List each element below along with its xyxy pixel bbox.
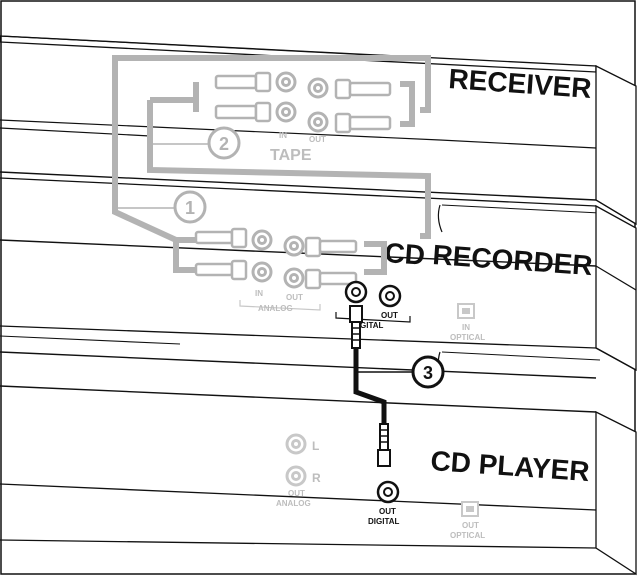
- recorder-analog-jacks: [251, 229, 305, 289]
- player-analog-label: ANALOG: [276, 499, 311, 508]
- recorder-digital-jacks: [344, 280, 402, 308]
- cable-1-lower: [112, 208, 179, 245]
- player-optical-jack: [461, 501, 479, 517]
- callout-1: 1: [115, 190, 207, 224]
- recorder-in-label: IN: [255, 289, 263, 298]
- cable-2-loop: [147, 100, 431, 239]
- recorder-digital-out-label: OUT: [381, 311, 398, 320]
- receiver-device: RECEIVER: [0, 35, 637, 233]
- recorder-out-label: OUT: [286, 293, 303, 302]
- receiver-in-label: IN: [279, 131, 287, 140]
- callout-3: 3: [356, 355, 445, 389]
- player-digital-jack: [376, 480, 400, 504]
- cable-1-upper: [112, 55, 431, 208]
- callout-2: 2: [150, 126, 241, 160]
- recorder-optical-jack: [457, 303, 475, 319]
- receiver-rca-plugs: [214, 71, 392, 134]
- player-title: CD PLAYER: [430, 445, 591, 487]
- player-right-label: R: [312, 471, 321, 485]
- recorder-optical-in-label: IN: [462, 323, 470, 332]
- player-analog-jacks: [285, 433, 307, 487]
- receiver-title: RECEIVER: [448, 63, 593, 104]
- recorder-analog-label: ANALOG: [258, 304, 293, 313]
- recorder-digital-label: DIGITAL: [352, 321, 384, 330]
- receiver-jacks: [275, 71, 329, 133]
- player-analog-out-label: OUT: [288, 489, 305, 498]
- player-digital-out-label: OUT: [379, 507, 396, 516]
- player-left-label: L: [312, 439, 319, 453]
- callout-2-number: 2: [219, 134, 229, 154]
- player-optical-out-label: OUT: [462, 521, 479, 530]
- receiver-tape-label: TAPE: [270, 147, 312, 164]
- callout-1-number: 1: [185, 198, 195, 218]
- recorder-optical-label: OPTICAL: [450, 333, 485, 342]
- digital-coax-cable: [349, 305, 391, 467]
- analog-cable-loops: [112, 55, 431, 275]
- recorder-title-cd: CD: [384, 237, 427, 271]
- player-optical-label: OPTICAL: [450, 531, 485, 540]
- recorder-title: RECORDER: [432, 239, 594, 281]
- player-digital-label: DIGITAL: [368, 517, 400, 526]
- receiver-out-label: OUT: [309, 135, 326, 144]
- recorder-rca-plugs: [194, 227, 358, 290]
- callout-3-number: 3: [423, 363, 433, 383]
